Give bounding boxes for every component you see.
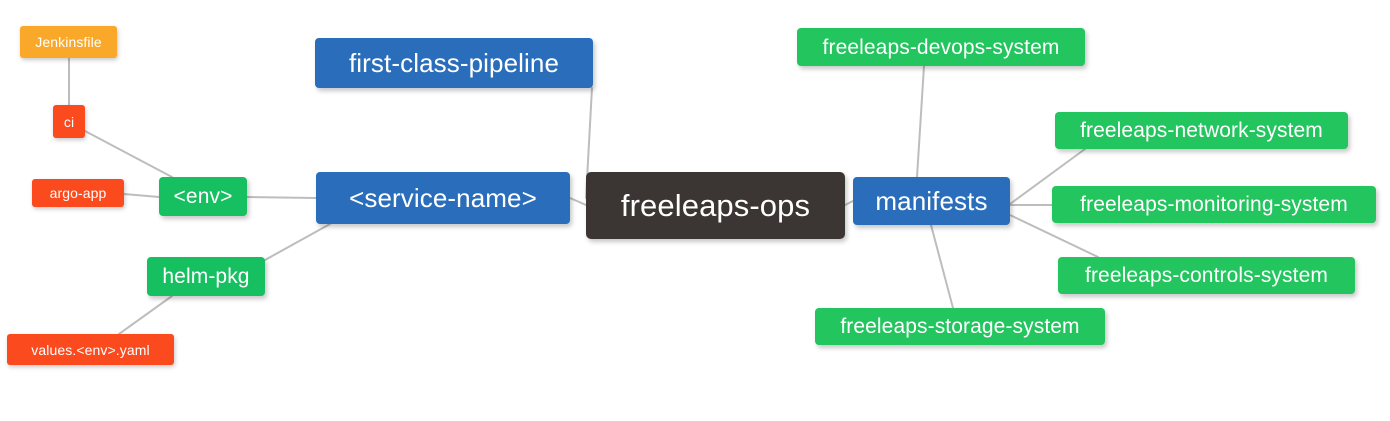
mindmap-node-label: freeleaps-storage-system	[840, 315, 1080, 338]
mindmap-edge-service-name-to-env	[246, 196, 317, 199]
mindmap-node-label: values.<env>.yaml	[31, 341, 150, 358]
mindmap-node-label: freeleaps-ops	[620, 188, 811, 223]
mindmap-node-label: first-class-pipeline	[348, 48, 560, 78]
mindmap-edge-service-name-to-helm-pkg	[264, 223, 331, 261]
mindmap-node-ci[interactable]: ci	[53, 105, 85, 138]
mindmap-edge-manifests-to-freeleaps-network-system	[1009, 148, 1086, 205]
mindmap-node-label: manifests	[875, 186, 988, 216]
mindmap-node-freeleaps-controls-system[interactable]: freeleaps-controls-system	[1058, 257, 1355, 294]
mindmap-node-freeleaps-storage-system[interactable]: freeleaps-storage-system	[815, 308, 1105, 345]
mindmap-edge-env-to-ci	[84, 130, 173, 178]
mindmap-edge-root-to-service-name	[569, 197, 587, 206]
mindmap-edge-manifests-to-freeleaps-devops-system	[916, 65, 925, 178]
mindmap-node-label: helm-pkg	[162, 265, 250, 288]
mindmap-node-label: <env>	[173, 185, 233, 208]
mindmap-node-freeleaps-network-system[interactable]: freeleaps-network-system	[1055, 112, 1348, 149]
mindmap-node-label: <service-name>	[349, 183, 537, 213]
mindmap-edge-manifests-to-freeleaps-controls-system	[1009, 214, 1099, 258]
mindmap-node-argo-app[interactable]: argo-app	[32, 179, 124, 207]
mindmap-node-manifests[interactable]: manifests	[853, 177, 1010, 225]
mindmap-node-label: Jenkinsfile	[35, 34, 102, 50]
mindmap-node-first-class-pipeline[interactable]: first-class-pipeline	[315, 38, 593, 88]
mindmap-node-label: freeleaps-network-system	[1080, 119, 1323, 142]
mindmap-edge-root-to-manifests	[844, 200, 854, 206]
mindmap-node-values-yaml[interactable]: values.<env>.yaml	[7, 334, 174, 365]
mindmap-node-label: argo-app	[49, 185, 107, 201]
mindmap-node-root[interactable]: freeleaps-ops	[586, 172, 845, 239]
mindmap-node-label: freeleaps-controls-system	[1085, 264, 1328, 287]
mindmap-edge-env-to-argo-app	[123, 193, 160, 198]
mindmap-node-service-name[interactable]: <service-name>	[316, 172, 570, 224]
mindmap-node-freeleaps-monitoring-system[interactable]: freeleaps-monitoring-system	[1052, 186, 1376, 223]
mindmap-node-helm-pkg[interactable]: helm-pkg	[147, 257, 265, 296]
mindmap-node-freeleaps-devops-system[interactable]: freeleaps-devops-system	[797, 28, 1085, 66]
mindmap-node-label: freeleaps-devops-system	[822, 35, 1060, 59]
mindmap-edge-manifests-to-freeleaps-storage-system	[930, 224, 954, 309]
mindmap-edge-helm-pkg-to-values-yaml	[118, 295, 173, 335]
mindmap-node-env[interactable]: <env>	[159, 177, 247, 216]
mindmap-node-label: ci	[63, 113, 75, 130]
mindmap-node-label: freeleaps-monitoring-system	[1080, 193, 1348, 216]
mindmap-node-jenkinsfile[interactable]: Jenkinsfile	[20, 26, 117, 58]
